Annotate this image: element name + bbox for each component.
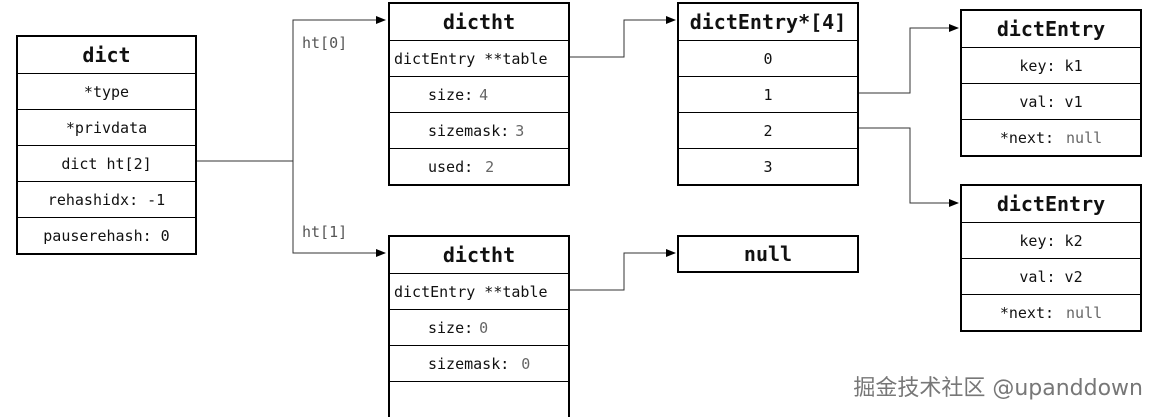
dictht-1-sizemask: sizemask: 0 — [390, 345, 568, 381]
dictht-1-cutoff-row — [390, 381, 568, 417]
dictentry-2-title: dictEntry — [996, 192, 1106, 216]
dictht-0-sizemask-value: 3 — [515, 121, 525, 140]
array-slot-3: 3 — [679, 148, 857, 184]
dictht-0-used-value: 2 — [485, 157, 495, 176]
dictentry-1-key: key: k1 — [962, 47, 1140, 83]
edge-slot1-to-entry1 — [857, 24, 959, 94]
dict-field-privdata: *privdata — [18, 109, 195, 145]
dictentry-1-box: dictEntry key: k1 val: v1 *next: null — [960, 9, 1142, 157]
dictht-1-table: dictEntry **table — [390, 273, 568, 309]
dictht-0-size: size: 4 — [390, 76, 568, 112]
dictht-0-used-label: used: — [428, 157, 474, 176]
dictentry-2-val: val: v2 — [962, 258, 1140, 294]
dict-field-pauserehash: pauserehash: 0 — [18, 217, 195, 253]
dictentry-array-box: dictEntry*[4] 0 1 2 3 — [677, 2, 859, 186]
edge-label-ht0: ht[0] — [302, 34, 348, 52]
dictht-0-size-label: size: — [428, 85, 474, 104]
dictentry-1-next-label: *next: — [999, 128, 1055, 147]
array-slot-2: 2 — [679, 112, 857, 148]
dictht-1-size: size: 0 — [390, 309, 568, 345]
edge-slot2-to-entry2 — [857, 127, 959, 207]
dictht-1-box: dictht dictEntry **table size: 0 sizemask… — [388, 235, 570, 417]
dictht-0-box: dictht dictEntry **table size: 4 sizemask… — [388, 2, 570, 186]
edge-ht1-to-null — [568, 249, 676, 291]
dict-box: dict *type *privdata dict ht[2] rehashid… — [16, 35, 197, 255]
dictentry-2-next-label: *next: — [999, 303, 1055, 322]
dictentry-2-box: dictEntry key: k2 val: v2 *next: null — [960, 184, 1142, 332]
null-title: null — [743, 242, 793, 266]
dictht-0-size-value: 4 — [479, 85, 489, 104]
dict-field-ht: dict ht[2] — [18, 145, 195, 181]
dictht-1-size-label: size: — [428, 318, 474, 337]
edge-dict-to-ht0 — [196, 16, 386, 162]
null-box: null — [677, 235, 859, 273]
dictht-0-table: dictEntry **table — [390, 40, 568, 76]
dictentry-2-next-value: null — [1066, 303, 1103, 322]
dictentry-2-key: key: k2 — [962, 222, 1140, 258]
array-slot-1: 1 — [679, 76, 857, 112]
dictht-1-title: dictht — [442, 243, 516, 267]
array-slot-0: 0 — [679, 40, 857, 76]
dictht-1-sizemask-value: 0 — [521, 354, 531, 373]
dictht-0-title: dictht — [442, 10, 516, 34]
dictht-0-used: used: 2 — [390, 148, 568, 184]
dictht-0-sizemask: sizemask: 3 — [390, 112, 568, 148]
edge-label-ht1: ht[1] — [302, 223, 348, 241]
dictentry-1-title: dictEntry — [996, 17, 1106, 41]
dictentry-1-next: *next: null — [962, 119, 1140, 155]
dictentry-1-val: val: v1 — [962, 83, 1140, 119]
dict-title: dict — [82, 43, 131, 67]
watermark: 掘金技术社区 @upanddown — [853, 376, 1143, 401]
dictht-0-sizemask-label: sizemask: — [428, 121, 510, 140]
dict-field-type: *type — [18, 73, 195, 109]
edge-ht0-to-array — [568, 16, 676, 58]
dictentry-1-next-value: null — [1066, 128, 1103, 147]
dictht-1-sizemask-label: sizemask: — [428, 354, 510, 373]
edge-dict-to-ht1 — [292, 161, 386, 257]
dict-field-rehashidx: rehashidx: -1 — [18, 181, 195, 217]
dictentry-array-title: dictEntry*[4] — [689, 10, 847, 34]
dictht-1-size-value: 0 — [479, 318, 489, 337]
dictentry-2-next: *next: null — [962, 294, 1140, 330]
